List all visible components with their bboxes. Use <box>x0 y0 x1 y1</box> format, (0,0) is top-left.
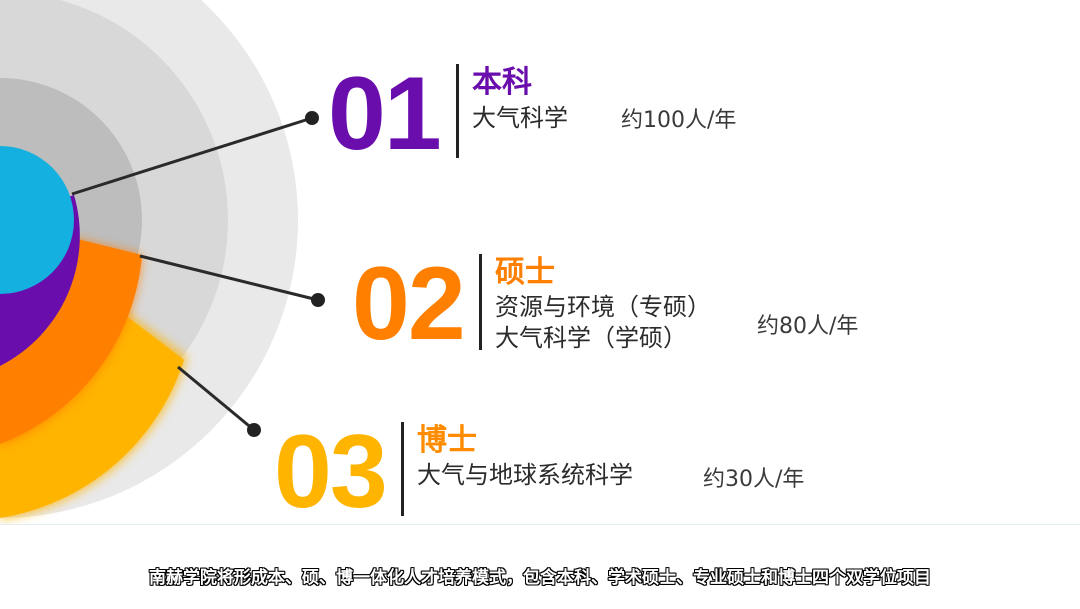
leader-line-01 <box>71 116 313 196</box>
item-03-count: 约30人/年 <box>703 467 805 492</box>
item-03-divider <box>401 422 404 516</box>
item-03-heading: 博士 <box>417 423 477 458</box>
item-02-count: 约80人/年 <box>757 314 859 339</box>
item-03-number: 03 <box>274 414 388 530</box>
item-01-line-1: 大气科学 <box>472 104 568 132</box>
item-02-line-2: 大气科学（学硕） <box>495 324 687 352</box>
item-02-divider <box>479 254 482 350</box>
item-02-line-1: 资源与环境（专硕） <box>495 293 711 321</box>
item-01-number: 01 <box>328 56 442 172</box>
item-01-heading: 本科 <box>472 65 532 100</box>
leader-line-03 <box>177 365 255 432</box>
leader-line-02 <box>139 254 319 302</box>
leader-dot-03 <box>247 423 261 437</box>
caption-strip <box>0 524 1080 609</box>
item-02-number: 02 <box>352 246 466 362</box>
leader-dot-02 <box>311 293 325 307</box>
cyan-core <box>0 146 74 294</box>
leader-dot-01 <box>305 111 319 125</box>
item-01-divider <box>456 64 459 158</box>
item-02-heading: 硕士 <box>495 255 555 290</box>
item-01-count: 约100人/年 <box>621 108 737 133</box>
subtitle-caption: 南赫学院将形成本、硕、博一体化人才培养模式，包含本科、学术硕士、专业硕士和博士四… <box>149 568 931 588</box>
item-03-line-1: 大气与地球系统科学 <box>417 461 633 489</box>
